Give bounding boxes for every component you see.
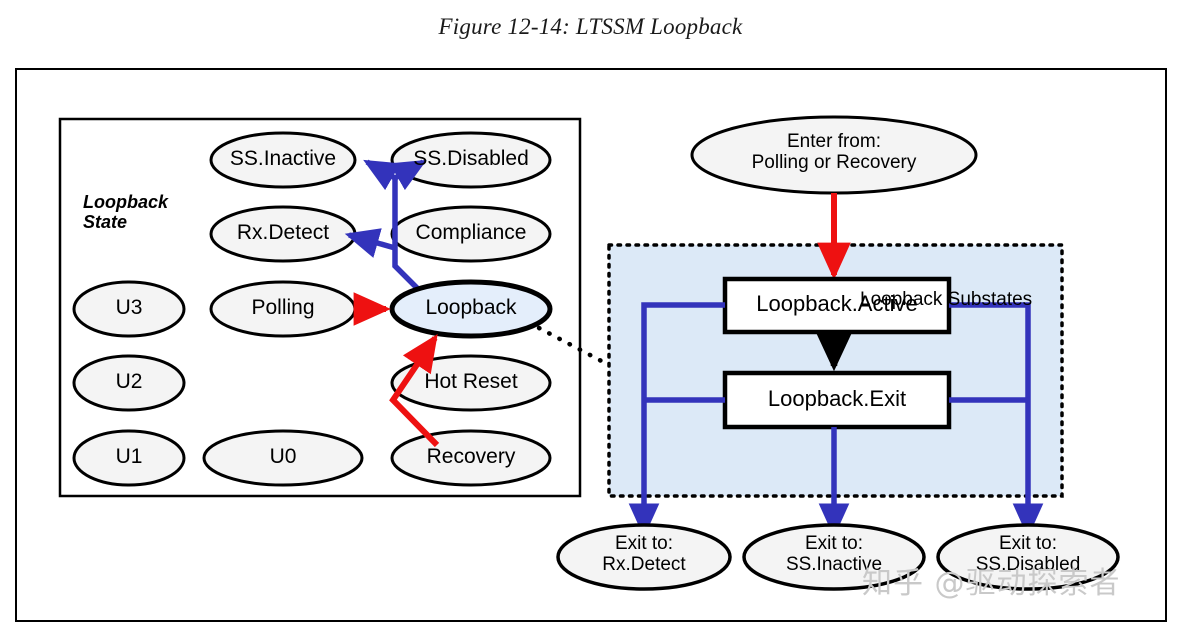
state-ellipse-compliance[interactable]	[390, 205, 552, 263]
state-ellipse-polling[interactable]	[209, 280, 357, 338]
diagram-frame: Loopback State SS.Inactive SS.Disabled R…	[15, 68, 1167, 622]
left-panel-caption-line2: State	[83, 212, 128, 233]
state-ellipse-rx-detect[interactable]	[209, 205, 357, 263]
state-ellipse-u1[interactable]	[72, 429, 186, 487]
left-panel-caption-line1: Loopback	[83, 192, 169, 212]
state-ellipse-recovery[interactable]	[390, 429, 552, 487]
state-ellipse-u0[interactable]	[202, 429, 364, 487]
exit-ellipse-ss-disabled[interactable]	[936, 523, 1120, 591]
state-ellipse-loopback[interactable]	[389, 279, 553, 339]
state-ellipse-ss-inactive[interactable]	[209, 131, 357, 189]
exit-ellipse-rx-detect[interactable]	[556, 523, 732, 591]
substates-caption: Loopback Substates	[860, 289, 1033, 310]
state-ellipse-ss-disabled[interactable]	[390, 131, 552, 189]
entry-ellipse[interactable]	[690, 115, 978, 195]
exit-ellipse-ss-inactive[interactable]	[742, 523, 926, 591]
exit-routing-blue	[628, 302, 1044, 538]
transition-loopback-exits-blue	[344, 159, 427, 294]
diagram-canvas	[58, 115, 1120, 591]
page-title: Figure 12-14: LTSSM Loopback	[438, 14, 743, 39]
state-ellipse-u2[interactable]	[72, 354, 186, 412]
substate-box-loopback-exit[interactable]	[722, 370, 952, 430]
state-ellipse-u3[interactable]	[72, 280, 186, 338]
expansion-connector-dotted	[536, 325, 612, 368]
transition-recovery-to-loopback	[389, 334, 440, 448]
left-panel-caption: Loopback State	[83, 192, 168, 232]
watermark: 知乎 @驱动探索者	[862, 566, 1121, 601]
